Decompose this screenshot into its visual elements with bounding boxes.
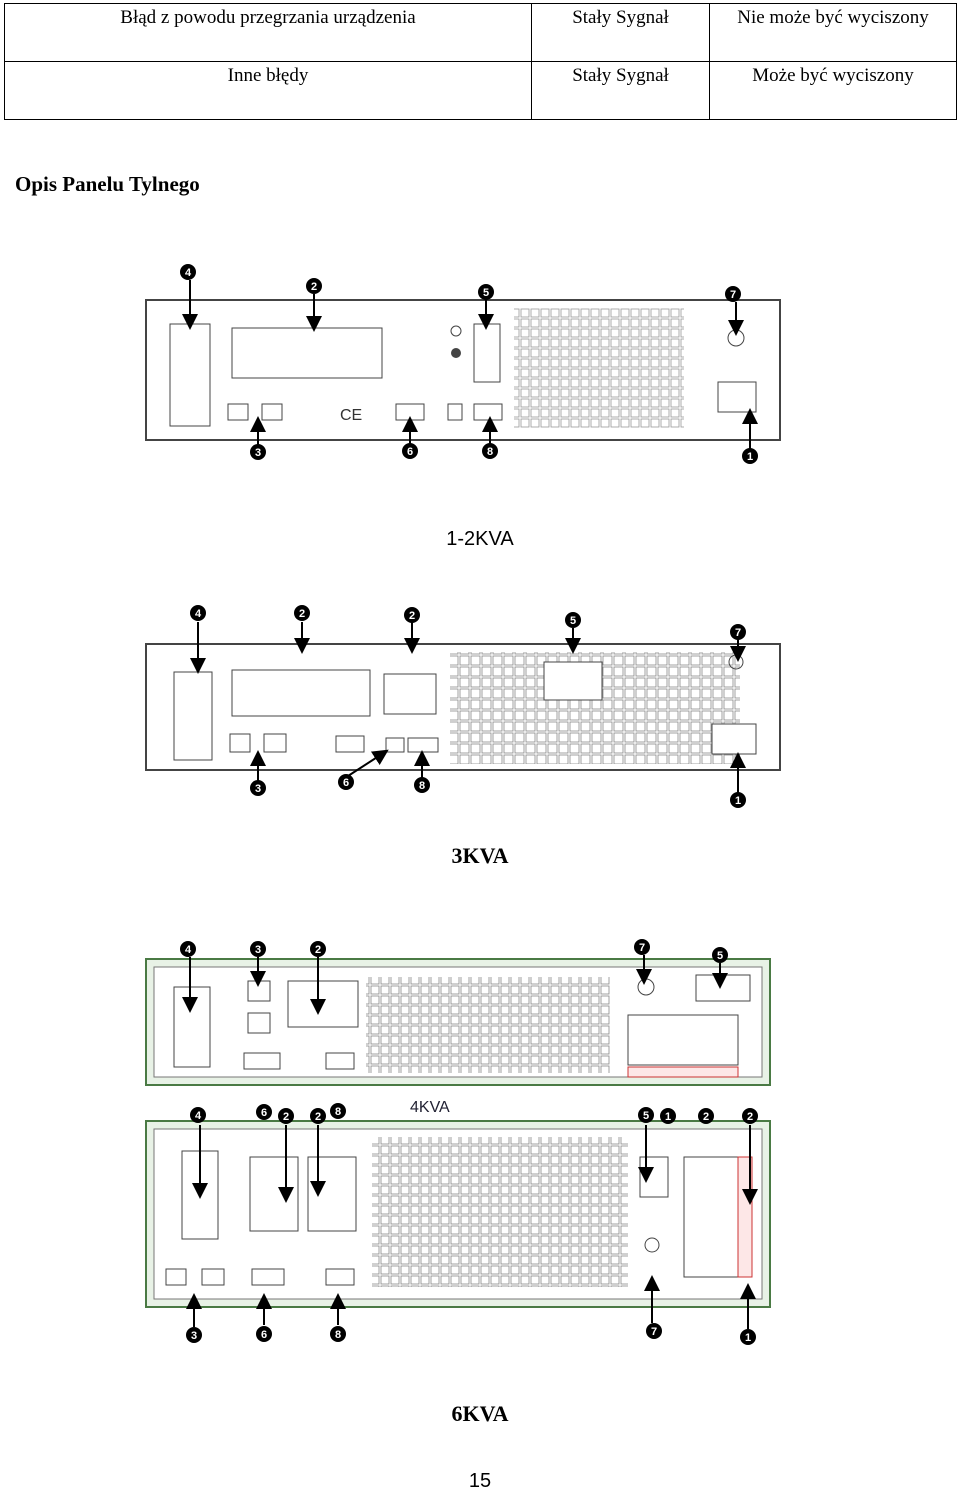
svg-text:2: 2 xyxy=(703,1111,709,1123)
svg-text:2: 2 xyxy=(315,944,321,956)
table-cell: Nie może być wyciszony xyxy=(709,3,957,62)
svg-text:2: 2 xyxy=(315,1111,321,1123)
table-cell: Może być wyciszony xyxy=(709,61,957,120)
svg-text:7: 7 xyxy=(651,1326,657,1338)
signal-table: Błąd z powodu przegrzania urządzenia Sta… xyxy=(4,3,957,120)
svg-text:3: 3 xyxy=(191,1330,197,1342)
rear-panel-1-2kva-diagram: CE 4 2 5 7 3 6 8 1 xyxy=(145,264,781,464)
svg-text:6: 6 xyxy=(407,446,413,458)
svg-text:4: 4 xyxy=(185,944,192,956)
svg-text:5: 5 xyxy=(717,950,723,962)
svg-text:8: 8 xyxy=(419,780,425,792)
svg-text:2: 2 xyxy=(747,1111,753,1123)
svg-text:1: 1 xyxy=(735,795,741,807)
svg-text:7: 7 xyxy=(730,289,736,301)
svg-text:8: 8 xyxy=(335,1329,341,1341)
table-cell: Błąd z powodu przegrzania urządzenia xyxy=(4,3,532,62)
svg-text:4: 4 xyxy=(195,1110,202,1122)
svg-text:8: 8 xyxy=(487,446,493,458)
table-cell: Stały Sygnał xyxy=(531,61,710,120)
unit-label-4kva: 4KVA xyxy=(410,1099,450,1116)
svg-text:5: 5 xyxy=(570,615,576,627)
section-heading: Opis Panelu Tylnego xyxy=(15,172,200,196)
svg-text:2: 2 xyxy=(283,1111,289,1123)
figure-caption: 1-2KVA xyxy=(446,528,514,550)
table-row: Błąd z powodu przegrzania urządzenia Sta… xyxy=(4,3,957,62)
svg-text:3: 3 xyxy=(255,447,261,459)
svg-text:5: 5 xyxy=(643,1110,649,1122)
page-number: 15 xyxy=(468,1470,492,1492)
svg-text:1: 1 xyxy=(745,1332,751,1344)
svg-text:1: 1 xyxy=(747,451,753,463)
svg-text:7: 7 xyxy=(639,942,645,954)
svg-text:3: 3 xyxy=(255,783,261,795)
svg-text:6: 6 xyxy=(261,1107,267,1119)
svg-text:6: 6 xyxy=(343,777,349,789)
rear-panel-4-6kva-diagram: 4KVA 4 3 2 7 5 6 8 4 2 2 5 xyxy=(145,939,771,1345)
svg-text:4: 4 xyxy=(185,267,192,279)
table-cell: Stały Sygnał xyxy=(531,3,710,62)
svg-text:1: 1 xyxy=(665,1111,671,1123)
table-cell: Inne błędy xyxy=(4,61,532,120)
rear-panel-3kva-diagram: 4 2 2 5 7 3 6 8 1 xyxy=(145,605,781,808)
svg-text:7: 7 xyxy=(735,627,741,639)
svg-text:8: 8 xyxy=(335,1106,341,1118)
svg-text:3: 3 xyxy=(255,944,261,956)
svg-text:6: 6 xyxy=(261,1329,267,1341)
svg-text:CE: CE xyxy=(340,407,362,424)
figure-caption: 6KVA xyxy=(451,1401,509,1426)
table-row: Inne błędy Stały Sygnał Może być wyciszo… xyxy=(4,61,957,120)
svg-text:2: 2 xyxy=(299,608,305,620)
figure-caption: 3KVA xyxy=(451,843,509,868)
svg-text:2: 2 xyxy=(409,610,415,622)
svg-text:2: 2 xyxy=(311,281,317,293)
svg-text:5: 5 xyxy=(483,287,489,299)
svg-text:4: 4 xyxy=(195,608,202,620)
